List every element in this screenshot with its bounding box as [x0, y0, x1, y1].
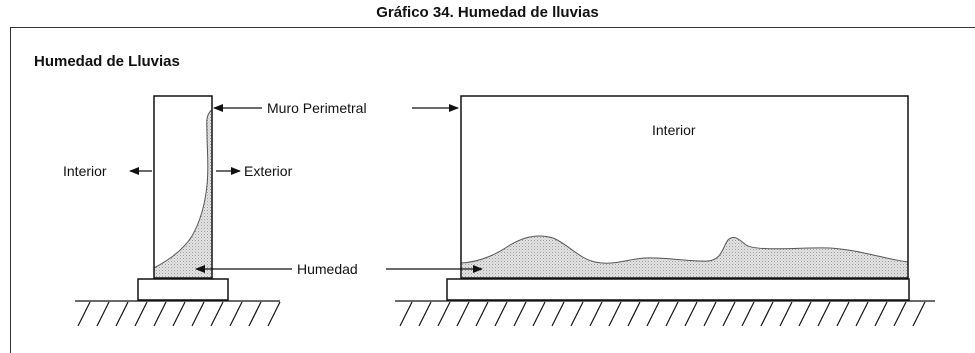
label-interior-left: Interior — [63, 163, 107, 179]
wall-dampness-area — [153, 109, 213, 279]
floor-dampness-area — [460, 235, 909, 279]
label-humedad: Humedad — [297, 261, 358, 277]
label-exterior: Exterior — [244, 163, 293, 179]
panel-title: Humedad de Lluvias — [34, 53, 180, 70]
room — [460, 95, 909, 279]
figure-panel — [10, 27, 975, 353]
room-section — [446, 95, 910, 301]
annotation-arrows — [129, 104, 483, 273]
ground — [75, 300, 935, 327]
wall — [153, 95, 213, 279]
wall-footing — [137, 278, 229, 301]
label-muro-perimetral: Muro Perimetral — [267, 100, 367, 116]
ground-hatching-left — [77, 301, 281, 327]
label-interior-room: Interior — [652, 122, 696, 138]
ground-hatching-right — [399, 301, 926, 327]
figure-caption: Gráfico 34. Humedad de lluvias — [376, 4, 599, 21]
room-slab — [446, 278, 910, 301]
wall-section — [137, 95, 229, 301]
